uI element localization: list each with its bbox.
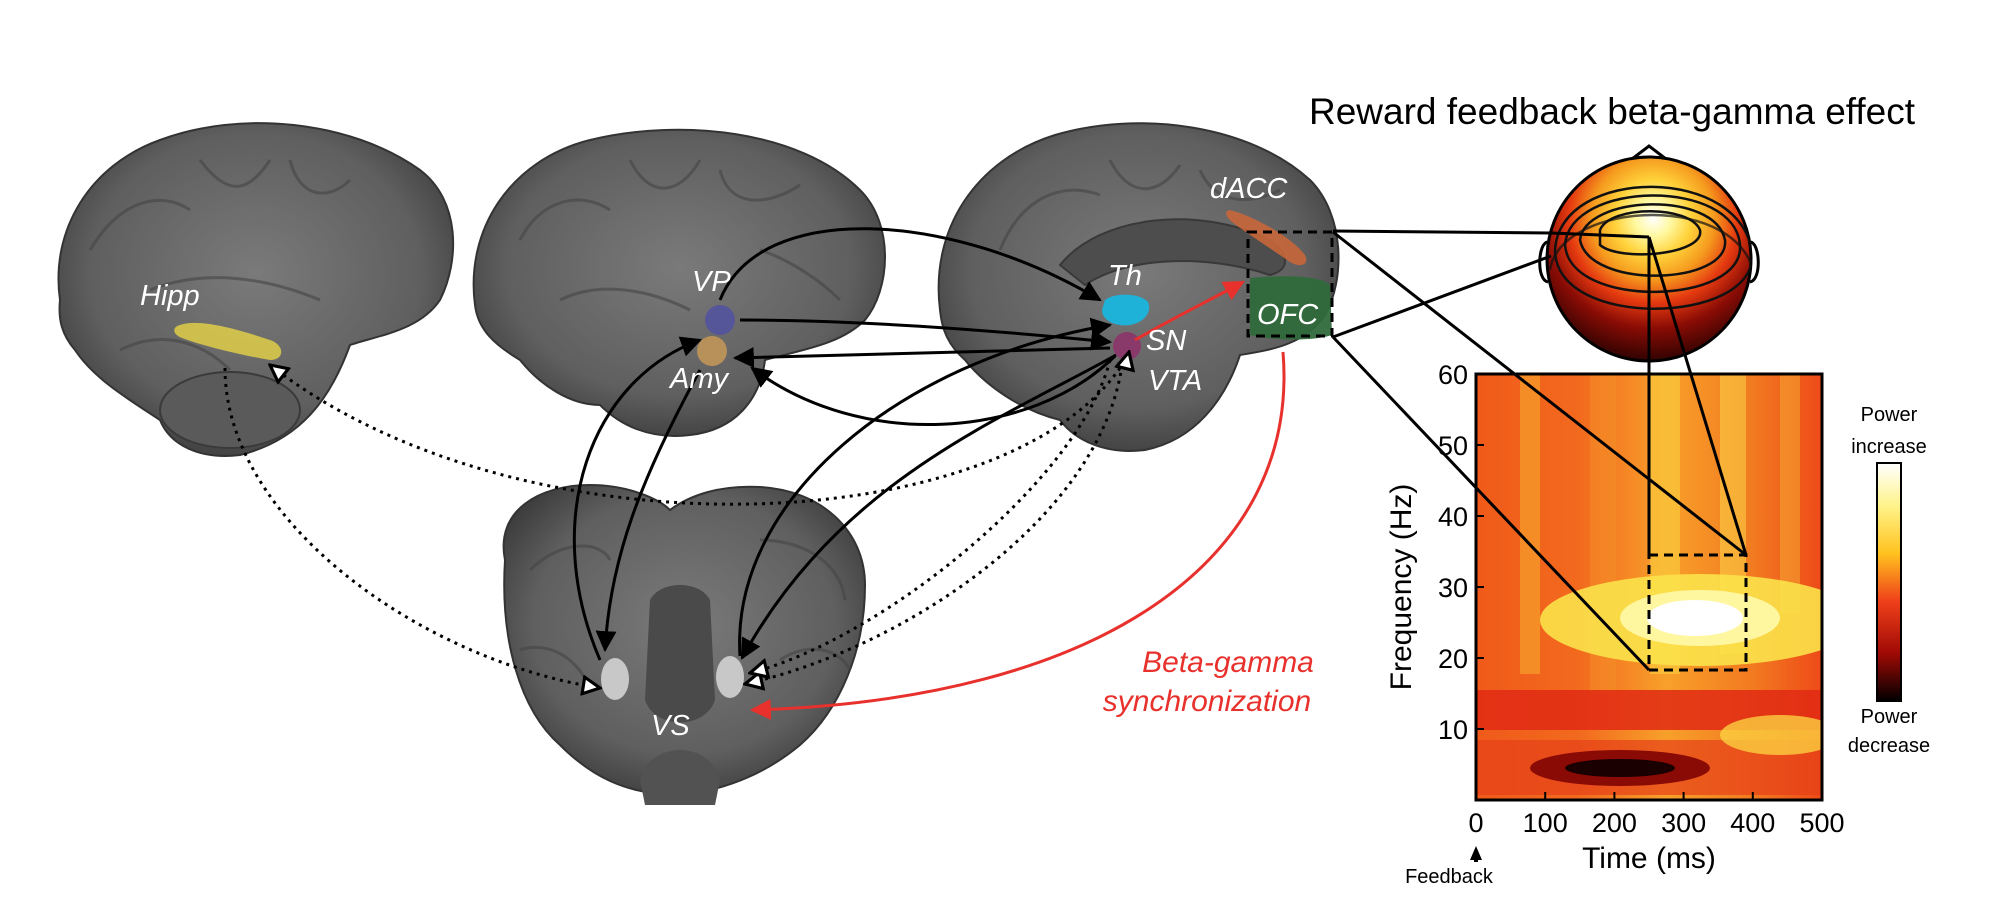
label-th: Th xyxy=(1108,260,1142,292)
colorbar-top-line1: Power xyxy=(1861,404,1918,426)
sync-red-arrow xyxy=(749,351,1286,720)
label-ofc: OFC xyxy=(1257,299,1319,331)
annotation-line1: Beta-gamma xyxy=(1142,646,1314,679)
label-vp: VP xyxy=(692,266,731,298)
feedback-label: Feedback xyxy=(1405,866,1494,888)
ofc-roi-box xyxy=(1246,230,1334,338)
x-tick-label: 0 xyxy=(1468,808,1483,838)
dotted-connections xyxy=(223,352,1129,688)
x-tick-label: 300 xyxy=(1661,808,1706,838)
label-amy: Amy xyxy=(668,363,730,395)
vs-right-region xyxy=(716,656,744,698)
y-ticks: 10 20 30 40 50 60 xyxy=(1438,360,1484,745)
x-axis-label: Time (ms) xyxy=(1582,842,1716,875)
label-sn: SN xyxy=(1146,325,1186,357)
brain-sagittal-middle xyxy=(472,128,886,437)
feedback-marker: Feedback xyxy=(1405,846,1494,888)
th-region xyxy=(1102,294,1150,326)
ofc-region xyxy=(1250,276,1332,340)
y-axis-label: Frequency (Hz) xyxy=(1385,484,1418,691)
label-dacc: dACC xyxy=(1210,173,1288,205)
solid-connections xyxy=(572,227,1117,661)
label-vta: VTA xyxy=(1148,365,1202,397)
y-tick-label: 60 xyxy=(1438,360,1468,390)
connector-lines xyxy=(1331,229,1748,672)
sn-region xyxy=(1113,332,1141,360)
label-hipp: Hipp xyxy=(140,280,200,312)
vp-region xyxy=(705,305,735,335)
label-vs: VS xyxy=(651,710,690,742)
x-tick-label: 200 xyxy=(1592,808,1637,838)
hipp-region xyxy=(174,322,282,360)
amy-region xyxy=(697,336,727,366)
y-tick-label: 40 xyxy=(1438,502,1468,532)
annotation-line2: synchronization xyxy=(1103,685,1311,718)
dacc-region xyxy=(1226,210,1307,266)
brain-sagittal-left xyxy=(57,122,455,457)
x-tick-label: 100 xyxy=(1523,808,1568,838)
x-tick-label: 400 xyxy=(1730,808,1775,838)
y-tick-label: 30 xyxy=(1438,573,1468,603)
vs-left-region xyxy=(601,658,629,700)
x-ticks: 0 100 200 300 400 500 xyxy=(1468,792,1845,838)
y-tick-label: 10 xyxy=(1438,715,1468,745)
x-tick-label: 500 xyxy=(1799,808,1844,838)
colorbar-top-line2: increase xyxy=(1851,436,1927,458)
colorbar-bottom-line2: decrease xyxy=(1848,735,1930,757)
colorbar-bottom-line1: Power xyxy=(1861,706,1918,728)
brain-coronal xyxy=(502,483,867,805)
y-tick-label: 20 xyxy=(1438,644,1468,674)
ofc-to-sn-red-arrow xyxy=(1134,280,1245,342)
y-tick-label: 50 xyxy=(1438,431,1468,461)
spectrogram xyxy=(1474,372,1824,802)
brain-sagittal-right xyxy=(937,122,1340,452)
spectrogram-roi-box xyxy=(1647,553,1748,672)
figure-title: Reward feedback beta-gamma effect xyxy=(1309,91,1916,132)
colorbar: Power increase Power decrease xyxy=(1848,404,1930,757)
